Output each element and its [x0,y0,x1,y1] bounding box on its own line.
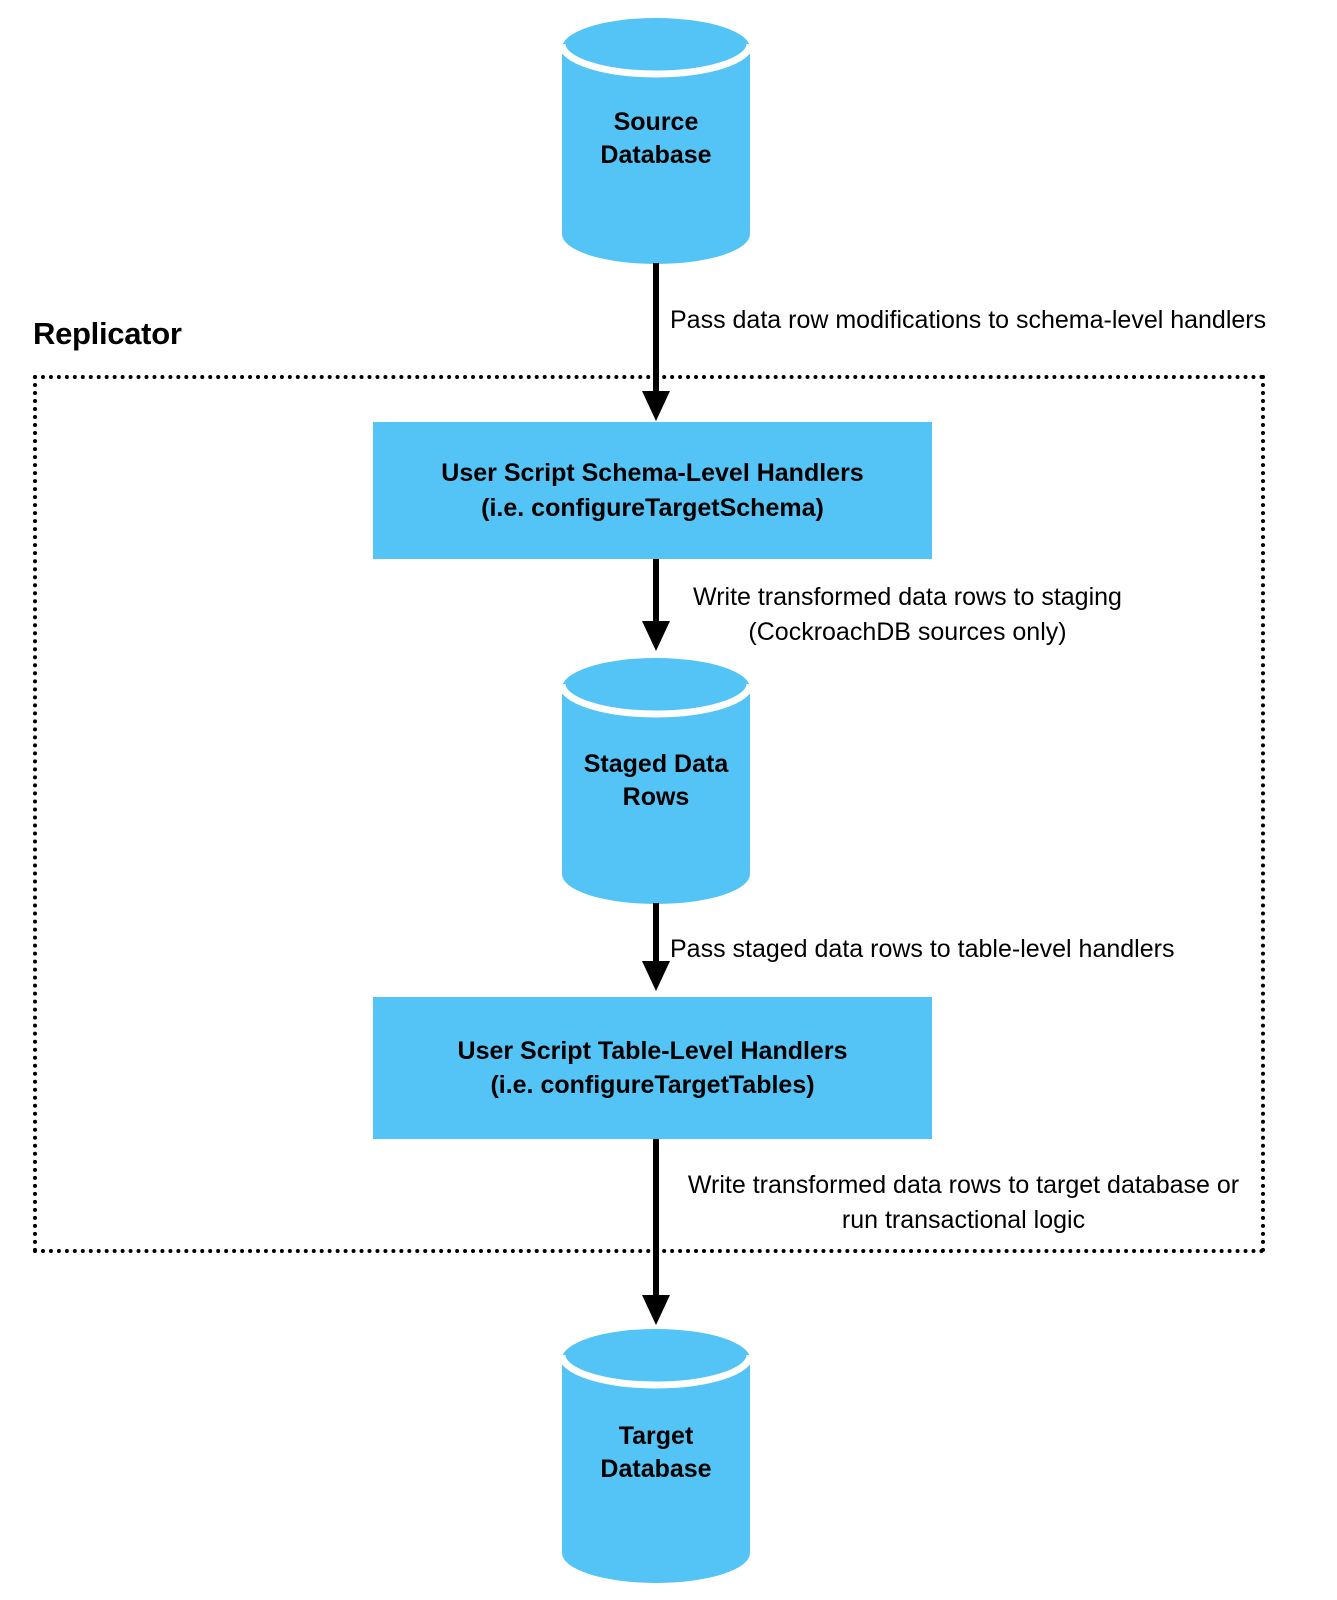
edge-source-to-schema-handlers-label: Pass data row modifications to schema-le… [670,306,1267,334]
edge-staging-to-table-handlers-arrow [639,903,673,993]
node-schema-level-handlers-label: User Script Schema-Level Handlers (i.e. … [441,459,864,522]
edge-schema-handlers-to-staging-label: Write transformed data rows to staging (… [693,583,1122,646]
node-target-database[interactable]: Target Database [562,1325,750,1583]
edge-staging-to-table-handlers-label: Pass staged data rows to table-level han… [670,935,1175,963]
cylinder-shape [562,18,750,264]
node-source-database[interactable]: Source Database [562,14,750,264]
edge-table-handlers-to-target-label: Write transformed data rows to target da… [687,1171,1240,1234]
node-schema-level-handlers[interactable]: User Script Schema-Level Handlers (i.e. … [373,422,932,559]
replicator-boundary-box [33,375,1265,1253]
edge-source-to-schema-handlers-arrow [639,263,673,423]
node-staged-data-rows[interactable]: Staged Data Rows [562,654,750,904]
edge-table-handlers-to-target-arrow [639,1139,673,1327]
cylinder-shape [562,1329,750,1583]
node-table-level-handlers[interactable]: User Script Table-Level Handlers (i.e. c… [373,997,932,1139]
replicator-boundary-label: Replicator [33,316,182,351]
cylinder-shape [562,658,750,904]
node-table-level-handlers-label: User Script Table-Level Handlers (i.e. c… [457,1036,848,1100]
edge-schema-handlers-to-staging-arrow [639,559,673,653]
